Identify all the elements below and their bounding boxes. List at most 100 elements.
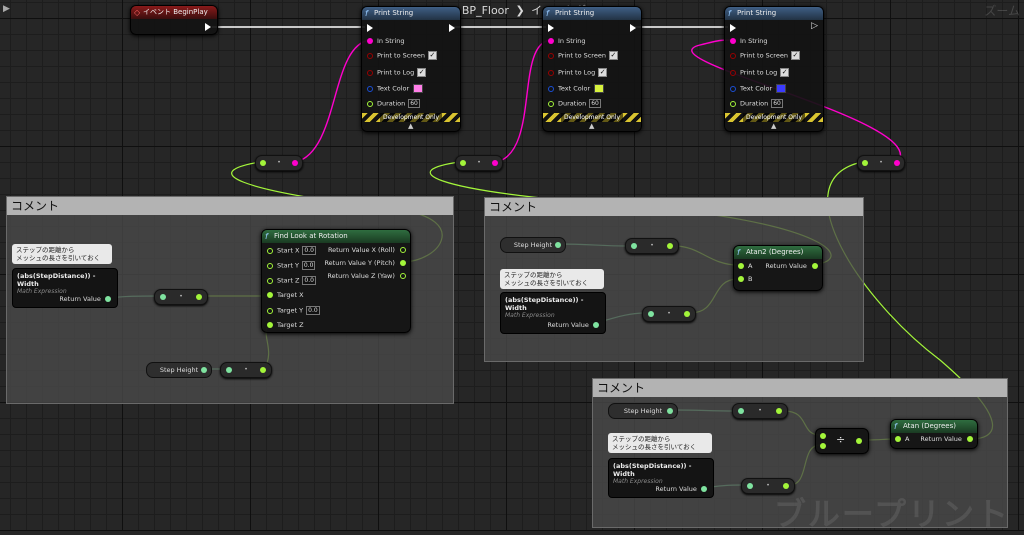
nav-arrow-icon[interactable]: ▶ [3, 4, 10, 14]
exec-out-pin-empty-icon[interactable]: ▷ [811, 21, 818, 31]
comment-note[interactable]: ステップの距離からメッシュの長さを引いておく [608, 433, 712, 453]
a-pin[interactable]: A [738, 262, 752, 271]
in-string-pin[interactable]: In String [730, 37, 768, 46]
step-height-variable[interactable]: Step Height [608, 403, 678, 419]
print-to-screen-pin[interactable]: Print to Screen✓ [730, 51, 800, 61]
comment-note[interactable]: ステップの距離からメッシュの長さを引いておく [12, 244, 112, 264]
return-value-pin[interactable]: Return Value [920, 435, 973, 444]
exec-in-pin[interactable] [548, 24, 554, 32]
string-wire [691, 39, 902, 163]
expand-arrow-icon[interactable]: ▲ [589, 122, 595, 130]
function-icon: f [728, 9, 731, 18]
print-to-screen-pin[interactable]: Print to Screen✓ [548, 51, 618, 61]
comment-note[interactable]: ステップの距離からメッシュの長さを引いておく [500, 269, 604, 289]
comment-title[interactable]: コメント [7, 197, 453, 215]
print-to-log-checkbox[interactable]: ✓ [417, 68, 427, 77]
float-to-string-conversion[interactable]: • [255, 155, 303, 171]
step-height-variable[interactable]: Step Height [500, 237, 566, 253]
multiply-node[interactable]: • [741, 478, 795, 494]
print-to-log-pin[interactable]: Print to Log✓ [367, 68, 427, 78]
print-to-log-pin[interactable]: Print to Log✓ [730, 68, 790, 78]
print-to-screen-pin[interactable]: Print to Screen✓ [367, 51, 437, 61]
exec-out-pin[interactable] [205, 23, 211, 31]
start-z-input[interactable]: 0.0 [302, 276, 316, 285]
text-color-swatch[interactable] [776, 84, 787, 93]
start-x-input[interactable]: 0.0 [302, 246, 316, 255]
return-value-pin[interactable]: Return Value [59, 295, 111, 303]
multiply-node[interactable]: • [642, 306, 696, 322]
in-string-pin[interactable]: In String [548, 37, 586, 46]
math-expression-node[interactable]: (abs(StepDistance)) - Width Math Express… [500, 292, 606, 334]
expand-arrow-icon[interactable]: ▲ [408, 122, 414, 130]
node-title: Print String [737, 9, 777, 17]
step-height-variable[interactable]: Step Height [146, 362, 212, 378]
exec-in-pin[interactable] [730, 24, 736, 32]
node-title: Atan (Degrees) [903, 422, 956, 430]
duration-input[interactable]: 60 [408, 99, 420, 108]
start-y-input[interactable]: 0.0 [301, 261, 316, 270]
multiply-node[interactable]: • [220, 362, 272, 378]
target-y-input[interactable]: 0.0 [306, 306, 320, 315]
function-icon: f [737, 248, 740, 257]
b-pin[interactable]: B [738, 275, 752, 284]
print-to-log-pin[interactable]: Print to Log✓ [548, 68, 608, 78]
atan2-degrees-node[interactable]: f Atan2 (Degrees) A B Return Value [733, 245, 823, 291]
function-icon: f [365, 9, 368, 18]
exec-out-pin[interactable] [449, 24, 455, 32]
duration-input[interactable]: 60 [589, 99, 601, 108]
text-color-swatch[interactable] [594, 84, 605, 93]
text-color-pin[interactable]: Text Color [730, 84, 787, 94]
blueprint-watermark: ブループリント [773, 495, 1010, 533]
text-color-swatch[interactable] [413, 84, 424, 93]
node-title: Atan2 (Degrees) [746, 248, 804, 256]
print-to-screen-checkbox[interactable]: ✓ [790, 51, 800, 60]
print-to-log-checkbox[interactable]: ✓ [598, 68, 608, 77]
math-expression-node[interactable]: (abs(StepDistance)) - Width Math Express… [608, 458, 714, 498]
text-color-pin[interactable]: Text Color [367, 84, 424, 94]
return-value-pin[interactable]: Return Value [655, 485, 707, 493]
exec-in-pin[interactable] [367, 24, 373, 32]
target-x-pin[interactable]: Target X [267, 291, 304, 300]
return-value-pin[interactable]: Return Value [765, 262, 818, 271]
development-only-banner: Development Only [543, 113, 641, 122]
comment-title[interactable]: コメント [485, 198, 863, 216]
text-color-pin[interactable]: Text Color [548, 84, 605, 94]
duration-input[interactable]: 60 [771, 99, 783, 108]
divide-node[interactable]: ÷ [815, 428, 869, 454]
multiply-node[interactable]: • [732, 403, 788, 419]
expand-arrow-icon[interactable]: ▲ [771, 122, 777, 130]
event-beginplay-node[interactable]: ◇ イベント BeginPlay [130, 5, 218, 35]
print-to-screen-checkbox[interactable]: ✓ [608, 51, 618, 60]
comment-title[interactable]: コメント [593, 379, 1007, 397]
math-expression-node[interactable]: (abs(StepDistance)) - Width Math Express… [12, 268, 118, 308]
a-pin[interactable]: A [895, 435, 909, 444]
return-y-pin[interactable]: Return Value Y (Pitch) [324, 259, 406, 268]
string-wire [295, 39, 371, 163]
in-string-pin[interactable]: In String [367, 37, 405, 46]
print-string-node-3[interactable]: f Print String ▷ In String Print to Scree… [724, 6, 824, 132]
float-to-string-conversion[interactable]: • [455, 155, 503, 171]
print-to-log-checkbox[interactable]: ✓ [780, 68, 790, 77]
print-to-screen-checkbox[interactable]: ✓ [427, 51, 437, 60]
exec-out-pin[interactable] [630, 24, 636, 32]
development-only-banner: Development Only [362, 113, 460, 122]
return-value-pin[interactable]: Return Value [547, 321, 599, 329]
target-z-pin[interactable]: Target Z [267, 321, 304, 330]
float-to-string-conversion[interactable]: • [857, 155, 905, 171]
multiply-node[interactable]: • [154, 289, 208, 305]
breadcrumb-blueprint[interactable]: BP_Floor [461, 4, 509, 17]
return-z-pin[interactable]: Return Value Z (Yaw) [327, 272, 406, 281]
return-x-pin[interactable]: Return Value X (Roll) [328, 246, 406, 255]
multiply-node[interactable]: • [625, 238, 679, 254]
